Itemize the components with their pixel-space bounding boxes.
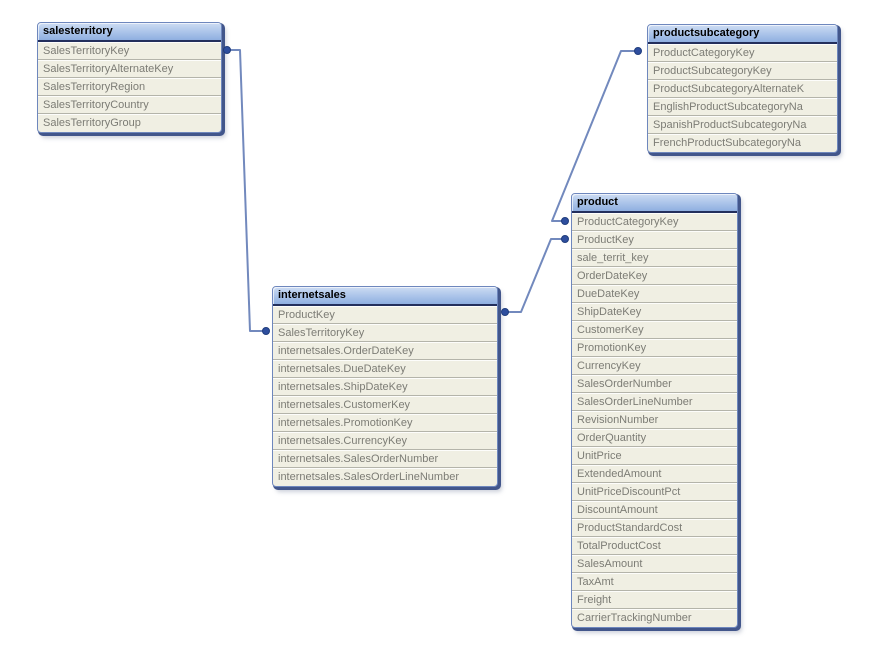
connection-wire [504,238,566,313]
connection-dot [223,46,231,54]
field-row[interactable]: SalesTerritoryRegion [38,78,221,96]
field-row[interactable]: SalesTerritoryKey [273,324,497,342]
table-header-salesterritory[interactable]: salesterritory [38,23,221,42]
field-row[interactable]: OrderDateKey [572,267,737,285]
field-row[interactable]: internetsales.CurrencyKey [273,432,497,450]
field-row[interactable]: SalesOrderNumber [572,375,737,393]
field-row[interactable]: DueDateKey [572,285,737,303]
field-row[interactable]: ProductKey [273,306,497,324]
field-row[interactable]: SalesAmount [572,555,737,573]
table-title: salesterritory [43,25,113,37]
field-row[interactable]: PromotionKey [572,339,737,357]
field-row[interactable]: ExtendedAmount [572,465,737,483]
field-row[interactable]: internetsales.CustomerKey [273,396,497,414]
field-row[interactable]: RevisionNumber [572,411,737,429]
field-row[interactable]: TotalProductCost [572,537,737,555]
connection-dot [262,327,270,335]
field-row[interactable]: CarrierTrackingNumber [572,609,737,627]
field-row[interactable]: SalesTerritoryKey [38,42,221,60]
field-row[interactable]: internetsales.SalesOrderLineNumber [273,468,497,486]
field-row[interactable]: OrderQuantity [572,429,737,447]
field-row[interactable]: ProductCategoryKey [648,44,837,62]
field-row[interactable]: internetsales.ShipDateKey [273,378,497,396]
field-row[interactable]: internetsales.OrderDateKey [273,342,497,360]
field-row[interactable]: SalesTerritoryCountry [38,96,221,114]
field-row[interactable]: ProductCategoryKey [572,213,737,231]
table-header-internetsales[interactable]: internetsales [273,287,497,306]
field-row[interactable]: CustomerKey [572,321,737,339]
table-header-productsubcategory[interactable]: productsubcategory [648,25,837,44]
table-title: product [577,196,618,208]
field-row[interactable]: SalesTerritoryGroup [38,114,221,132]
connection-dot [561,217,569,225]
field-row[interactable]: ProductStandardCost [572,519,737,537]
field-row[interactable]: TaxAmt [572,573,737,591]
field-row[interactable]: EnglishProductSubcategoryNa [648,98,837,116]
field-row[interactable]: ProductKey [572,231,737,249]
table-title: internetsales [278,289,346,301]
connection-wire [226,49,267,332]
field-row[interactable]: SpanishProductSubcategoryNa [648,116,837,134]
field-row[interactable]: internetsales.DueDateKey [273,360,497,378]
field-row[interactable]: internetsales.PromotionKey [273,414,497,432]
field-row[interactable]: ProductSubcategoryAlternateK [648,80,837,98]
connection-dot [501,308,509,316]
field-row[interactable]: CurrencyKey [572,357,737,375]
field-row[interactable]: UnitPrice [572,447,737,465]
field-row[interactable]: sale_territ_key [572,249,737,267]
field-row[interactable]: UnitPriceDiscountPct [572,483,737,501]
field-row[interactable]: ProductSubcategoryKey [648,62,837,80]
field-row[interactable]: SalesOrderLineNumber [572,393,737,411]
field-row[interactable]: DiscountAmount [572,501,737,519]
field-row[interactable]: FrenchProductSubcategoryNa [648,134,837,152]
field-row[interactable]: internetsales.SalesOrderNumber [273,450,497,468]
table-title: productsubcategory [653,27,760,39]
field-row[interactable]: ShipDateKey [572,303,737,321]
connection-dot [634,47,642,55]
field-row[interactable]: Freight [572,591,737,609]
connection-dot [561,235,569,243]
table-header-product[interactable]: product [572,194,737,213]
field-row[interactable]: SalesTerritoryAlternateKey [38,60,221,78]
